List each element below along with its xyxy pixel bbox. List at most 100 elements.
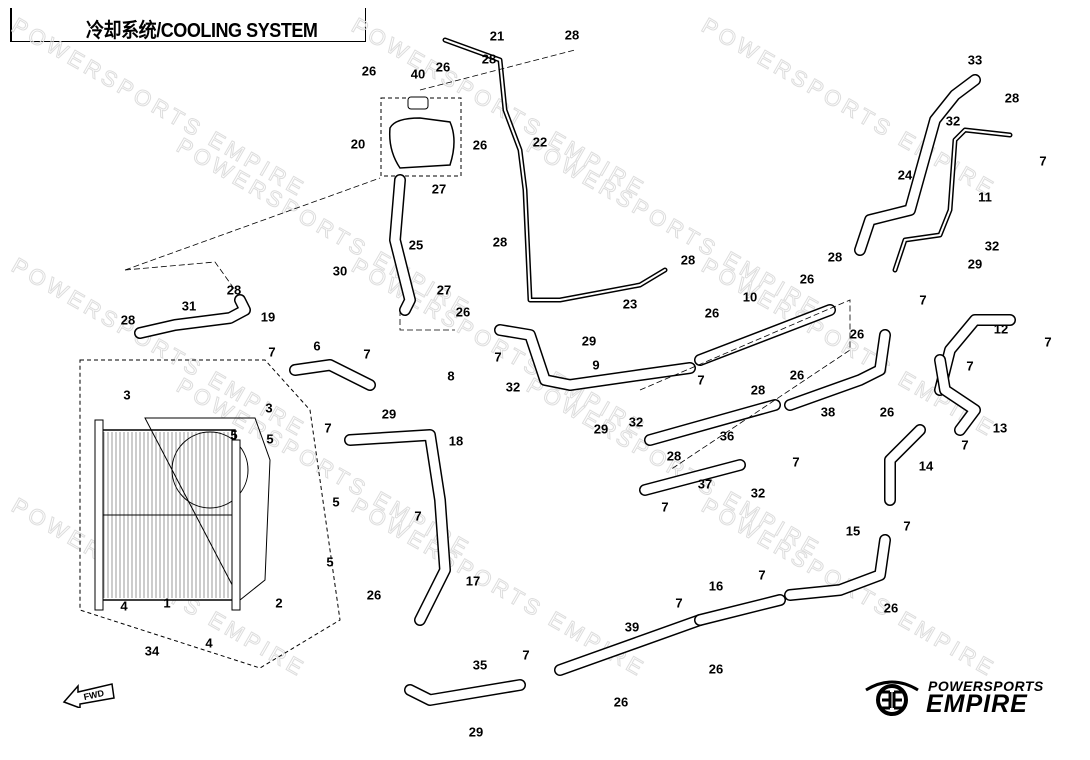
callout-number: 26 xyxy=(850,326,864,341)
callout-number: 27 xyxy=(437,282,451,297)
callout-number: 32 xyxy=(751,485,765,500)
callout-number: 30 xyxy=(333,263,347,278)
radiator xyxy=(79,359,341,669)
callout-number: 28 xyxy=(681,252,695,267)
callout-number: 26 xyxy=(790,367,804,382)
callout-number: 32 xyxy=(506,379,520,394)
logo-emblem-icon xyxy=(865,680,919,716)
hose-fill xyxy=(555,615,705,675)
callout-number: 7 xyxy=(792,454,799,469)
callout-number: 7 xyxy=(414,508,421,523)
callout-number: 25 xyxy=(409,237,423,252)
callout-number: 28 xyxy=(751,382,765,397)
callout-number: 17 xyxy=(466,573,480,588)
hose-fill xyxy=(935,355,980,435)
hose-fill xyxy=(345,430,450,625)
callout-number: 5 xyxy=(326,554,333,569)
callout-number: 23 xyxy=(623,296,637,311)
hose-fill xyxy=(695,305,835,365)
callout-number: 26 xyxy=(614,694,628,709)
callout-number: 5 xyxy=(266,431,273,446)
callout-number: 28 xyxy=(121,312,135,327)
callout-number: 40 xyxy=(411,66,425,81)
watermark-text: POWERSPORTS EMPIRE xyxy=(8,13,311,202)
callout-number: 10 xyxy=(743,289,757,304)
hose-fill xyxy=(885,425,925,505)
callout-number: 7 xyxy=(758,567,765,582)
hose-fill xyxy=(290,360,375,390)
hose-fill xyxy=(894,129,1011,271)
callout-number: 26 xyxy=(436,59,450,74)
hose-fill xyxy=(135,295,250,338)
callout-number: 28 xyxy=(1005,90,1019,105)
callout-number: 26 xyxy=(456,304,470,319)
hose-fill xyxy=(785,535,890,600)
callout-number: 14 xyxy=(919,458,934,473)
hose-fill xyxy=(855,75,980,255)
callout-number: 8 xyxy=(447,368,454,383)
callout-number: 28 xyxy=(565,27,579,42)
hose-fill xyxy=(444,39,666,301)
callout-number: 29 xyxy=(968,256,982,271)
callout-number: 29 xyxy=(582,333,596,348)
callout-number: 37 xyxy=(698,476,712,491)
callout-number: 5 xyxy=(332,494,339,509)
callout-number: 26 xyxy=(367,587,381,602)
callout-number: 28 xyxy=(482,51,496,66)
callout-number: 24 xyxy=(898,167,913,182)
callout-number: 28 xyxy=(493,234,507,249)
callout-number: 26 xyxy=(473,137,487,152)
hose-fill xyxy=(405,680,525,705)
callout-number: 13 xyxy=(993,420,1007,435)
callout-number: 7 xyxy=(675,595,682,610)
callout-number: 28 xyxy=(227,282,241,297)
callout-number: 28 xyxy=(667,448,681,463)
forward-arrow-icon: FWD xyxy=(62,683,115,708)
callout-number: 7 xyxy=(324,420,331,435)
callout-number: 9 xyxy=(592,357,599,372)
callout-number: 26 xyxy=(362,63,376,78)
callout-number: 31 xyxy=(182,298,196,313)
callout-number: 32 xyxy=(629,414,643,429)
callout-number: 29 xyxy=(469,724,483,739)
callout-number: 29 xyxy=(382,406,396,421)
callout-number: 12 xyxy=(994,321,1008,336)
hose-fill xyxy=(390,175,415,315)
logo-bottom-text: EMPIRE xyxy=(926,690,1028,718)
hose-fill xyxy=(785,330,890,410)
callout-number: 7 xyxy=(903,518,910,533)
callout-number: 26 xyxy=(705,305,719,320)
leader-lines xyxy=(124,49,851,471)
hose-fill xyxy=(640,460,745,495)
callout-number: 34 xyxy=(145,643,160,658)
callout-number: 7 xyxy=(1044,334,1051,349)
callout-number: 35 xyxy=(473,657,487,672)
watermark-text: POWERSPORTS EMPIRE xyxy=(698,13,1001,202)
callout-number: 29 xyxy=(594,421,608,436)
callout-number: 11 xyxy=(978,189,992,204)
callout-number: 36 xyxy=(720,428,734,443)
callout-number: 7 xyxy=(1039,153,1046,168)
callout-number: 7 xyxy=(268,344,275,359)
fwd-label: FWD xyxy=(83,688,106,702)
callout-number: 28 xyxy=(828,249,842,264)
callout-number: 26 xyxy=(880,404,894,419)
callout-number: 7 xyxy=(522,647,529,662)
page-title: 冷却系统/COOLING SYSTEM xyxy=(86,20,318,42)
callout-number: 39 xyxy=(625,619,639,634)
callout-number: 19 xyxy=(261,309,275,324)
callout-number: 2 xyxy=(275,595,282,610)
callout-number: 27 xyxy=(432,181,446,196)
callout-number: 1 xyxy=(163,595,170,610)
title-box: 冷却系统/COOLING SYSTEM xyxy=(10,8,366,42)
callout-number: 18 xyxy=(449,433,463,448)
callout-number: 7 xyxy=(919,292,926,307)
callout-number: 7 xyxy=(494,349,501,364)
hose-fill xyxy=(695,595,785,625)
callout-number: 32 xyxy=(946,113,960,128)
callout-number: 38 xyxy=(821,404,835,419)
callout-number: 26 xyxy=(800,271,814,286)
